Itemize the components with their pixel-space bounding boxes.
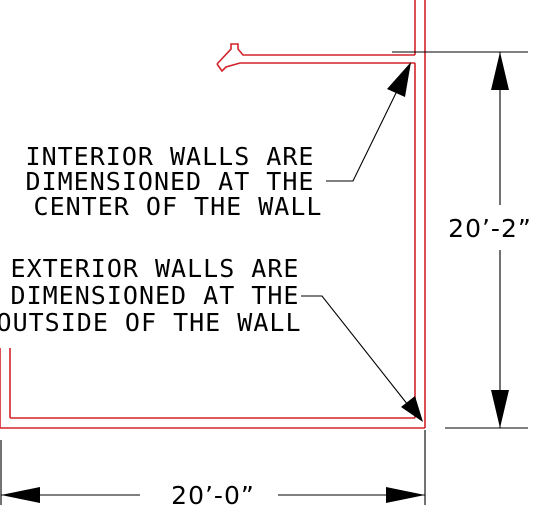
horizontal-dimension-arrow-left <box>1 487 40 503</box>
exterior-note-line-3: OUTSIDE OF THE WALL <box>0 308 301 337</box>
exterior-leader-arrowhead <box>401 396 423 422</box>
interior-walls-note: INTERIOR WALLS ARE DIMENSIONED AT THE CE… <box>26 142 323 221</box>
horizontal-dimension-text: 20’-0” <box>171 481 255 507</box>
interior-leader-arrowhead <box>387 62 411 97</box>
interior-note-line-3: CENTER OF THE WALL <box>34 192 323 221</box>
vertical-dimension-text: 20’-2” <box>448 214 532 243</box>
interior-wall-bottom-face <box>216 62 415 73</box>
walls <box>0 0 426 429</box>
horizontal-dimension-arrow-right <box>386 487 425 503</box>
interior-note-line-1: INTERIOR WALLS ARE <box>26 142 315 171</box>
exterior-note-line-2: DIMENSIONED AT THE <box>11 281 300 310</box>
interior-wall-top-face <box>216 43 415 65</box>
interior-note-leader <box>326 92 397 182</box>
arrowheads <box>1 52 509 503</box>
vertical-dimension-arrow-bottom <box>491 390 509 428</box>
exterior-note-leader <box>301 295 409 406</box>
exterior-walls-note: EXTERIOR WALLS ARE DIMENSIONED AT THE OU… <box>0 254 301 337</box>
exterior-note-line-1: EXTERIOR WALLS ARE <box>11 254 300 283</box>
interior-note-line-2: DIMENSIONED AT THE <box>26 167 315 196</box>
vertical-dimension-arrow-top <box>491 52 509 90</box>
